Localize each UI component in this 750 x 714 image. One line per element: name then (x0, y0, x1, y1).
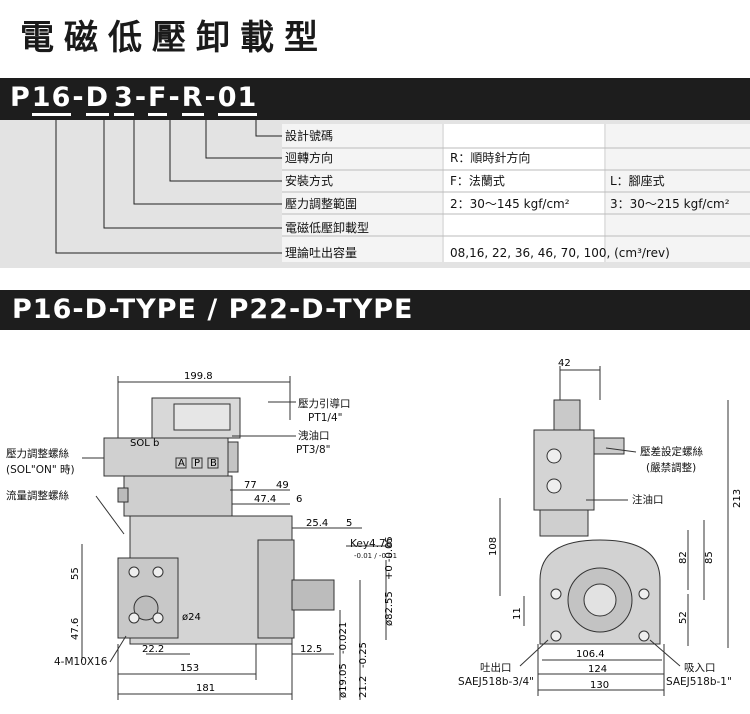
dim-49: 49 (276, 480, 289, 491)
dim-213: 213 (732, 489, 743, 508)
dim-19-tol: -0.021 (338, 622, 349, 654)
section-title: P16-D-TYPE / P22-D-TYPE (12, 294, 414, 325)
spec-label: 迴轉方向 (285, 151, 334, 165)
code-part: F (148, 82, 168, 116)
dim-12-5: 12.5 (300, 644, 322, 655)
spec-label: 理論吐出容量 (285, 246, 358, 260)
spec-label: 電磁低壓卸載型 (285, 221, 370, 235)
dim-22-2: 22.2 (142, 644, 164, 655)
dim-181: 181 (196, 683, 215, 694)
dim-130: 130 (590, 680, 609, 691)
section-bar (0, 290, 750, 330)
port-a-label: A (178, 458, 185, 469)
key-tol-label: -0.01 / -0.01 (354, 552, 398, 560)
dim-21-2: 21.2 (358, 676, 369, 698)
inlet-label: 吸入口 (684, 662, 716, 674)
drain-port-label: 洩油口 (298, 430, 330, 442)
code-part: 16 (31, 82, 72, 116)
dim-108: 108 (488, 537, 499, 556)
dim-24: ø24 (182, 612, 201, 623)
dim-106-4: 106.4 (576, 649, 605, 660)
pt38-label: PT3/8" (296, 444, 331, 456)
m10-label: 4-M10X16 (54, 656, 108, 668)
dim-124: 124 (588, 664, 607, 675)
dim-82-tol: +0 -0.05 (384, 536, 395, 580)
spec-value: 2：30～145 kgf/cm² (450, 197, 570, 211)
spec-label: 壓力調整範圍 (285, 197, 358, 211)
dim-55: 55 (70, 567, 81, 580)
dim-47-6: 47.6 (70, 618, 81, 640)
dim-52: 52 (678, 611, 689, 624)
code-part: 01 (217, 82, 258, 116)
sae34-label: SAEJ518b-3/4" (458, 676, 534, 688)
dim-85: 85 (704, 551, 715, 564)
dim-5: 5 (346, 518, 352, 529)
diff-screw-label: 壓差設定螺絲 (640, 446, 703, 458)
dim-11: 11 (512, 607, 523, 620)
port-p-label: P (194, 458, 200, 469)
code-part: D (85, 82, 110, 116)
code-part: - (168, 82, 181, 113)
spec-value: R：順時針方向 (450, 151, 531, 165)
code-part: - (134, 82, 148, 113)
spec-value: L：腳座式 (610, 174, 665, 188)
spec-value: F：法蘭式 (450, 174, 505, 188)
code-part: - (204, 82, 217, 113)
dim-21-tol: -0.25 (358, 642, 369, 668)
oil-fill-label: 注油口 (632, 494, 664, 506)
dim-25-4: 25.4 (306, 518, 328, 529)
dim-77: 77 (244, 480, 257, 491)
code-part: R (181, 82, 204, 116)
dim-19-05: ø19.05 (338, 663, 349, 698)
spec-label: 設計號碼 (285, 129, 334, 143)
dim-153: 153 (180, 663, 199, 674)
dim-82-55: ø82.55 (384, 591, 395, 626)
sol-label: SOL b (130, 438, 159, 449)
spec-value: 3：30～215 kgf/cm² (610, 197, 730, 211)
spec-value: 08,16, 22, 36, 46, 70, 100, (cm³/rev) (450, 246, 670, 260)
code-part: 3 (114, 82, 134, 116)
dim-82: 82 (678, 551, 689, 564)
pressure-adj-screw-label: 壓力調整螺絲 (6, 448, 69, 460)
spec-label: 安裝方式 (285, 174, 334, 188)
key-label: Key4.76 (350, 538, 393, 550)
dim-42: 42 (558, 358, 571, 369)
sol-on-label: (SOL"ON" 時) (6, 464, 75, 476)
pilot-port-label: 壓力引導口 (298, 398, 351, 410)
port-b-label: B (210, 458, 217, 469)
outlet-label: 吐出口 (480, 662, 512, 674)
sae1-label: SAEJ518b-1" (666, 676, 732, 688)
dim-199-8: 199.8 (184, 371, 213, 382)
page-title: 電磁低壓卸載型 (20, 18, 328, 58)
code-part: - (72, 82, 85, 113)
dim-47-4: 47.4 (254, 494, 276, 505)
flow-adj-screw-label: 流量調整螺絲 (6, 490, 69, 502)
code-part: P (10, 82, 31, 113)
dim-6: 6 (296, 494, 302, 505)
pt14-label: PT1/4" (308, 412, 343, 424)
no-adj-label: (嚴禁調整) (646, 462, 697, 474)
